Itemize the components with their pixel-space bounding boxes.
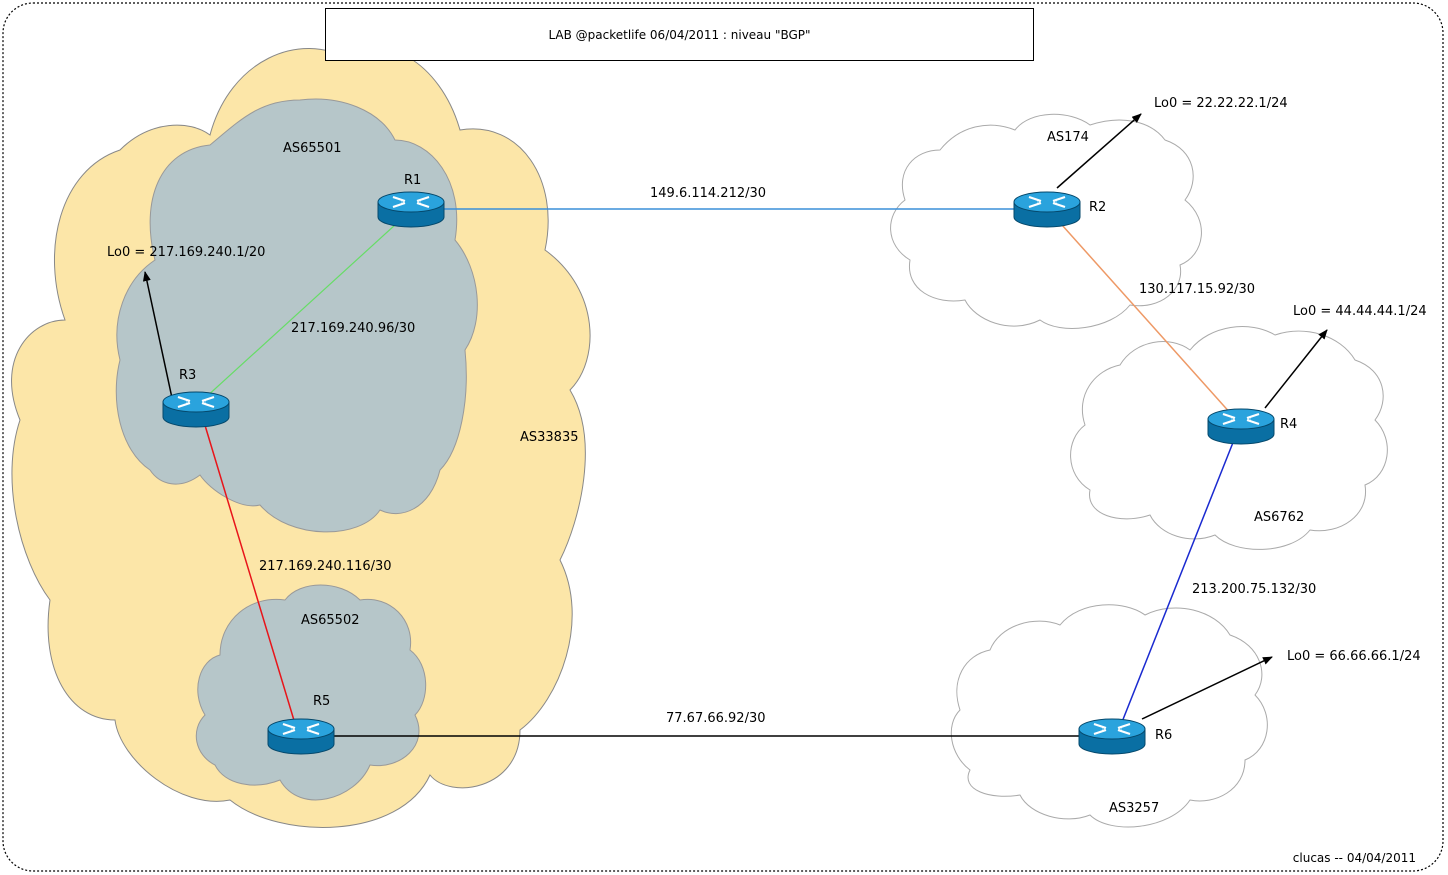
as65501-label: AS65501 [283,141,342,156]
router-r6-icon[interactable] [1077,717,1147,756]
as65502-cloud [195,584,427,801]
as174-label: AS174 [1047,130,1089,145]
as3257-label: AS3257 [1109,801,1159,816]
link-r4-r6 [1119,439,1235,728]
as65502-label: AS65502 [301,613,360,628]
loopback-arrow-r4 [1264,329,1328,409]
as65501-cloud [115,98,478,533]
router-r6-label: R6 [1155,728,1172,743]
loopback-arrow-r3 [142,271,173,399]
router-r5-icon[interactable] [266,717,336,756]
link-r1-r2-label: 149.6.114.212/30 [650,186,766,201]
loopback-r2-label: Lo0 = 22.22.22.1/24 [1154,96,1288,111]
link-r5-r6-label: 77.67.66.92/30 [666,711,766,726]
link-r2-r4 [1061,224,1233,416]
router-r4-icon[interactable] [1206,407,1276,446]
loopback-r4-label: Lo0 = 44.44.44.1/24 [1293,304,1427,319]
diagram-title: LAB @packetlife 06/04/2011 : niveau "BGP… [548,27,811,42]
author-credit: clucas -- 04/04/2011 [1292,851,1416,865]
router-r2-label: R2 [1089,200,1106,215]
router-r4-label: R4 [1280,417,1297,432]
as33835-label: AS33835 [520,430,579,445]
link-r4-r6-label: 213.200.75.132/30 [1192,582,1316,597]
as3257-cloud [950,604,1268,828]
router-r3-icon[interactable] [161,390,231,429]
router-r1-icon[interactable] [376,190,446,229]
link-r3-r5-label: 217.169.240.116/30 [259,559,392,574]
link-r1-r3 [204,224,396,399]
as6762-label: AS6762 [1254,510,1304,525]
router-r5-label: R5 [313,694,330,709]
title-box: LAB @packetlife 06/04/2011 : niveau "BGP… [325,8,1034,61]
link-r3-r5 [203,421,297,728]
loopback-arrow-r6 [1141,656,1273,720]
loopback-r6-label: Lo0 = 66.66.66.1/24 [1287,649,1421,664]
link-r1-r3-label: 217.169.240.96/30 [291,321,415,336]
router-r1-label: R1 [404,173,421,188]
router-r3-label: R3 [179,368,196,383]
link-r2-r4-label: 130.117.15.92/30 [1139,282,1255,297]
loopback-arrow-r2 [1056,113,1142,189]
loopback-r3-label: Lo0 = 217.169.240.1/20 [107,245,265,260]
router-r2-icon[interactable] [1012,190,1082,229]
